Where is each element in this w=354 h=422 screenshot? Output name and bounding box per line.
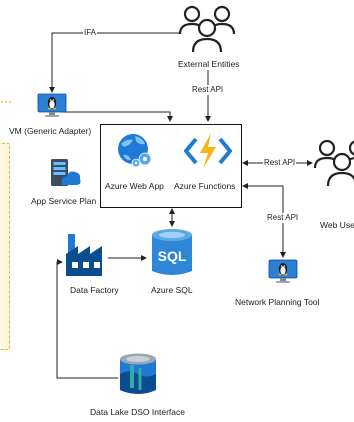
label-azure-web-app: Azure Web App	[105, 181, 164, 191]
label-web-users: Web Use	[320, 220, 354, 230]
label-vm: VM (Generic Adapter)	[9, 126, 92, 136]
edge-lake-adf	[56, 259, 118, 379]
linux-vm-icon	[268, 259, 298, 283]
users-icon	[178, 5, 236, 53]
edge-ifa	[49, 32, 180, 93]
sql-icon: SQL	[152, 229, 192, 275]
node-azure-functions	[183, 132, 233, 170]
edge-label-rest-api-top: Rest API	[191, 85, 225, 95]
node-vm	[37, 93, 67, 119]
data-factory-icon	[66, 234, 102, 276]
label-azure-sql: Azure SQL	[151, 285, 193, 295]
node-external-entities	[178, 2, 240, 58]
label-network-planning-tool: Network Planning Tool	[235, 297, 320, 307]
node-azure-sql: SQL	[151, 228, 193, 278]
edge-label-rest-api-bottom: Rest API	[266, 213, 300, 223]
node-data-lake	[118, 352, 158, 398]
label-data-lake: Data Lake DSO Interface	[90, 407, 185, 417]
app-service-plan-icon	[51, 159, 81, 186]
edge-vm-main	[60, 111, 173, 122]
functions-icon	[184, 133, 232, 169]
node-web-users	[313, 136, 354, 190]
edge-label-ifa: IFA	[83, 28, 98, 38]
node-network-planning-tool	[268, 259, 298, 285]
label-app-service-plan: App Service Plan	[31, 196, 97, 206]
label-azure-functions: Azure Functions	[174, 181, 236, 191]
label-data-factory: Data Factory	[70, 285, 119, 295]
linux-vm-icon	[37, 93, 67, 117]
node-app-service-plan	[48, 157, 82, 189]
node-azure-web-app	[115, 132, 157, 170]
edge-label-rest-api-right: Rest API	[263, 158, 297, 168]
label-external-entities: External Entities	[178, 59, 240, 69]
data-lake-icon	[120, 353, 156, 394]
note-dots	[1, 101, 11, 103]
node-data-factory	[64, 232, 108, 278]
edge-rest-api-bottom	[242, 183, 286, 258]
note-box	[0, 143, 10, 350]
svg-text:SQL: SQL	[158, 248, 187, 264]
web-app-icon	[118, 134, 152, 168]
users-icon	[313, 139, 354, 187]
